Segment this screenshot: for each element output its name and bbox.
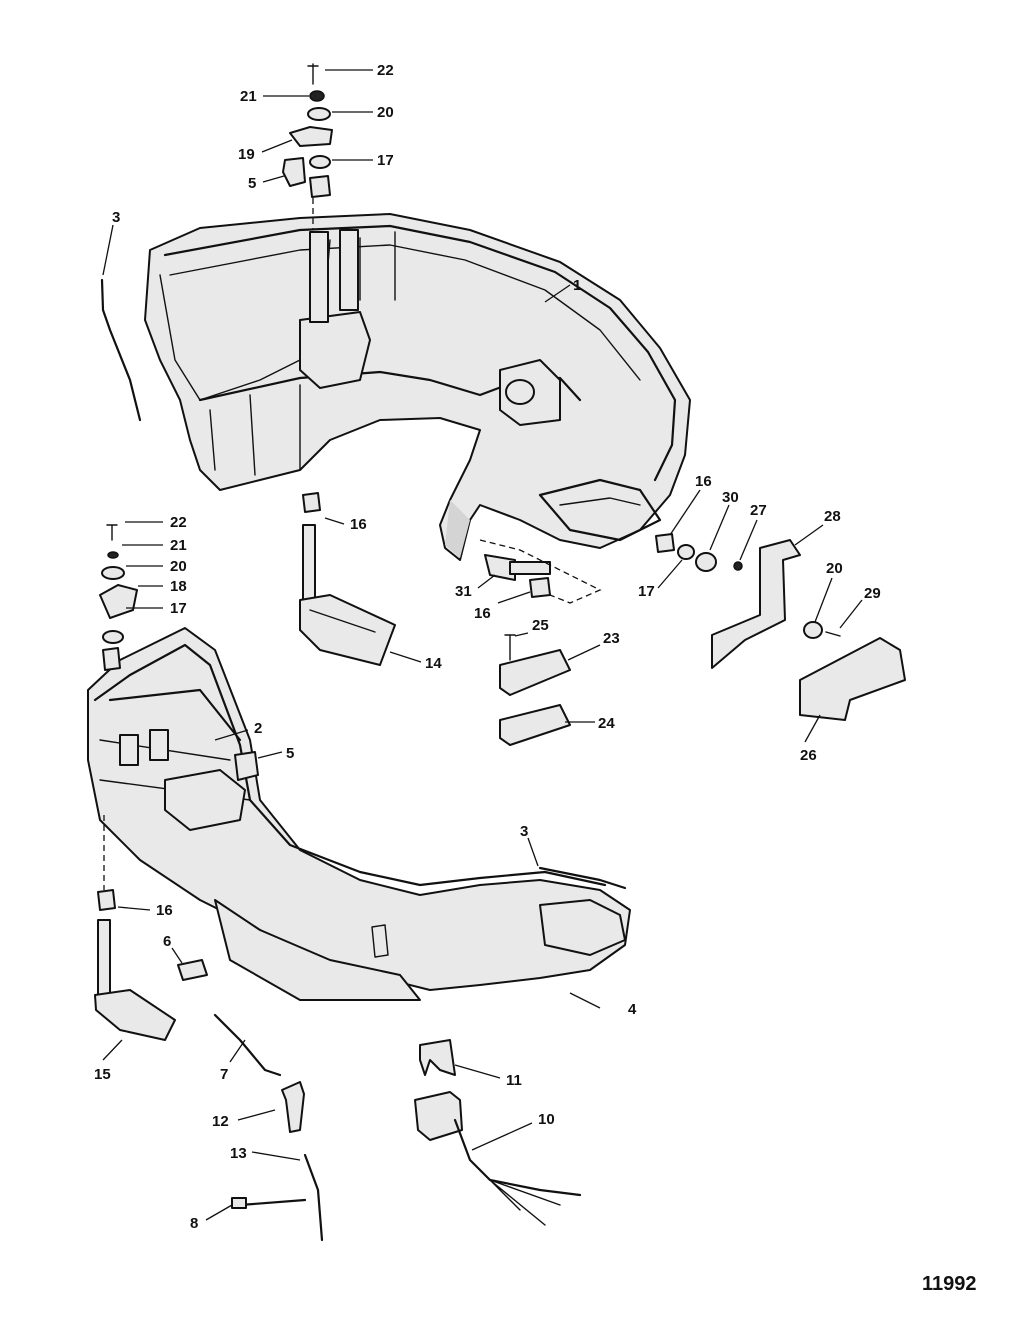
callout-21-left: 21 xyxy=(170,537,187,554)
callout-3-upper: 3 xyxy=(112,209,120,226)
callout-7: 7 xyxy=(220,1066,228,1083)
callout-23: 23 xyxy=(603,630,620,647)
callout-16-right: 16 xyxy=(695,473,712,490)
callout-16-lower: 16 xyxy=(156,902,173,919)
callout-24: 24 xyxy=(598,715,615,732)
callout-17-left: 17 xyxy=(170,600,187,617)
callout-14: 14 xyxy=(425,655,442,672)
callout-26: 26 xyxy=(800,747,817,764)
callout-21-top: 21 xyxy=(240,88,257,105)
callout-13: 13 xyxy=(230,1145,247,1162)
callout-5-lower: 5 xyxy=(286,745,294,762)
callout-12: 12 xyxy=(212,1113,229,1130)
figure-number: 11992 xyxy=(922,1273,977,1295)
callout-16-pin: 16 xyxy=(474,605,491,622)
callout-27: 27 xyxy=(750,502,767,519)
hardware-parts xyxy=(94,63,906,1242)
callout-30: 30 xyxy=(722,489,739,506)
callout-10: 10 xyxy=(538,1111,555,1128)
callout-22-top: 22 xyxy=(377,62,394,79)
callout-31: 31 xyxy=(455,583,472,600)
callout-2: 2 xyxy=(254,720,262,737)
callout-3-lower: 3 xyxy=(520,823,528,840)
callout-20-left: 20 xyxy=(170,558,187,575)
callout-28: 28 xyxy=(824,508,841,525)
callout-20-top: 20 xyxy=(377,104,394,121)
callout-17-top: 17 xyxy=(377,152,394,169)
callout-15: 15 xyxy=(94,1066,111,1083)
callout-11: 11 xyxy=(506,1072,522,1089)
callout-6: 6 xyxy=(163,933,171,950)
callout-17-right: 17 xyxy=(638,583,655,600)
callout-25: 25 xyxy=(532,617,549,634)
callout-4: 4 xyxy=(628,1001,637,1018)
callout-16-upper-link: 16 xyxy=(350,516,367,533)
callouts: 22 21 20 19 17 5 3 1 16 30 27 28 22 21 2… xyxy=(94,62,881,1232)
callout-8: 8 xyxy=(190,1215,198,1232)
callout-20-right: 20 xyxy=(826,560,843,577)
callout-29: 29 xyxy=(864,585,881,602)
callout-18: 18 xyxy=(170,578,187,595)
callout-5-top: 5 xyxy=(248,175,256,192)
bottom-cowl xyxy=(87,627,631,1001)
callout-19: 19 xyxy=(238,146,255,163)
callout-1: 1 xyxy=(573,277,581,294)
top-cowl xyxy=(144,213,691,561)
callout-22-left: 22 xyxy=(170,514,187,531)
